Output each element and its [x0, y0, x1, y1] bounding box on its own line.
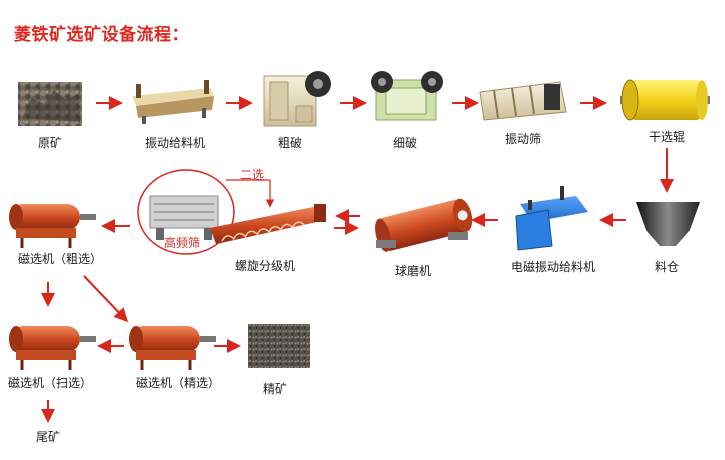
label-vibrating-screen: 振动筛	[504, 132, 542, 146]
vibrating-feeder-icon	[132, 80, 214, 124]
label-raw-ore: 原矿	[37, 136, 63, 150]
label-coarse-crushing: 粗破	[277, 136, 303, 150]
label-mag-rough: 磁选机（粗选）	[17, 252, 103, 266]
label-concentrate: 精矿	[262, 382, 288, 396]
ore-rock-pile-icon	[18, 82, 82, 126]
flow-arrows	[41, 96, 674, 423]
label-mag-clean: 磁选机（精选）	[135, 376, 221, 390]
arrow-rough-to-clean	[83, 275, 129, 323]
page-title: 菱铁矿选矿设备流程：	[14, 25, 189, 45]
label-second-separation: 二选	[240, 168, 265, 182]
electromagnetic-feeder-icon	[515, 186, 588, 251]
vibrating-screen-icon	[479, 81, 567, 121]
label-tailings: 尾矿	[35, 430, 61, 444]
label-ball-mill: 球磨机	[394, 264, 432, 278]
label-em-feeder: 电磁振动给料机	[510, 260, 596, 274]
label-vibrating-feeder: 振动给料机	[144, 136, 206, 150]
magnetic-roller-icon	[620, 79, 710, 121]
label-bin: 料仓	[654, 260, 680, 274]
jaw-crusher-icon	[263, 71, 331, 127]
magnetic-separator-icon	[9, 326, 96, 370]
spiral-classifier-icon	[137, 169, 326, 255]
magnetic-separator-icon	[129, 326, 216, 370]
fine-crusher-icon	[371, 71, 443, 121]
magnetic-separator-icon	[9, 204, 96, 248]
hopper-bin-icon	[636, 202, 700, 246]
label-spiral-classifier: 螺旋分级机	[234, 259, 296, 273]
label-dry-roller: 干选辊	[648, 130, 686, 144]
label-mag-scavenge: 磁选机（扫选）	[7, 376, 93, 390]
label-high-frequency-screen: 高频筛	[164, 236, 201, 250]
label-fine-crushing: 细破	[392, 136, 418, 150]
concentrate-powder-icon	[248, 324, 310, 368]
ball-mill-icon	[375, 198, 473, 252]
